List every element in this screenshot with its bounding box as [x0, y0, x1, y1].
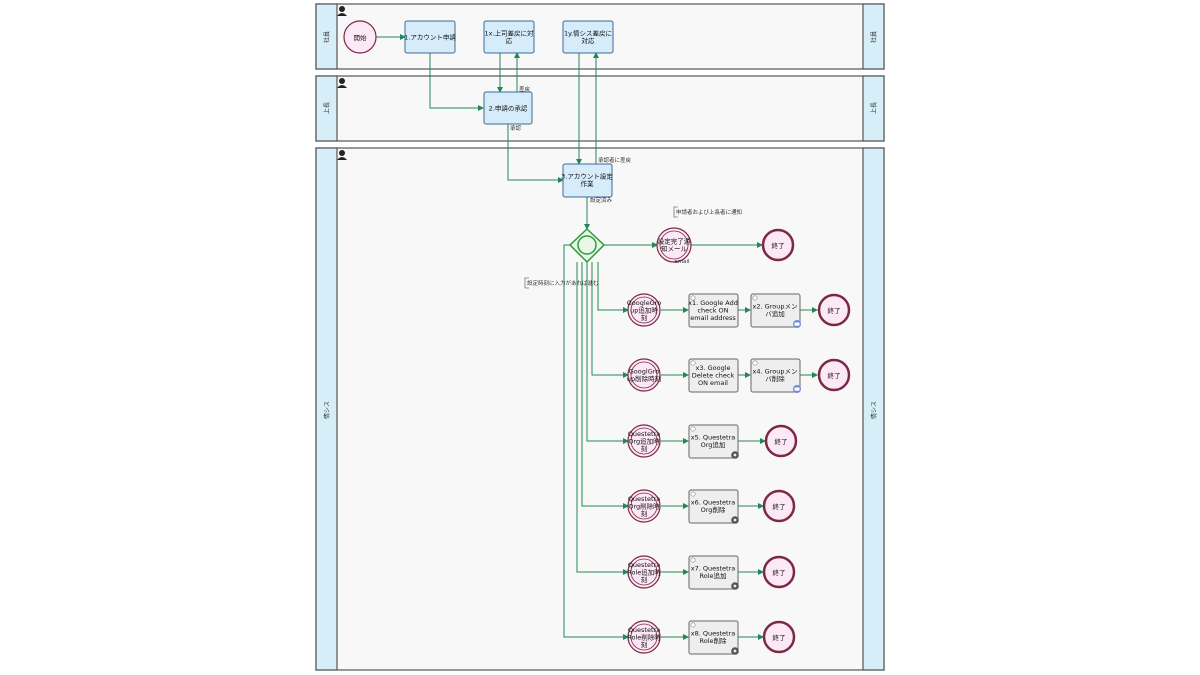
node-label: 2.申請の承認 — [489, 103, 528, 112]
task-account-application[interactable]: 1.アカウント申請 — [404, 20, 456, 54]
svg-text:終了: 終了 — [828, 306, 841, 315]
end-event[interactable]: 終了 — [761, 228, 795, 262]
user-icon — [337, 78, 347, 88]
lane-3-label-right: 情シス — [870, 401, 878, 419]
end-event[interactable]: 終了 — [762, 555, 796, 589]
task-approve-application[interactable]: 2.申請の承認 — [483, 91, 533, 125]
node-label: 1x.上司差戻に対応 — [484, 29, 534, 46]
node-label: x2. Groupメンバ追加 — [753, 303, 798, 319]
annotation-branch: 設定時刻に入力があれば進む — [524, 277, 599, 289]
end-event[interactable]: 終了 — [817, 293, 851, 327]
svg-text:開始: 開始 — [354, 33, 368, 42]
end-event[interactable]: 終了 — [762, 620, 796, 654]
lane-3: 情シス 情シス — [315, 147, 885, 671]
end-event[interactable]: 終了 — [764, 424, 798, 458]
task-account-setup[interactable]: 3.アカウント設定作業 — [561, 163, 613, 198]
svg-text:申請者および上長者に通知: 申請者および上長者に通知 — [676, 208, 742, 216]
connectors — [376, 34, 818, 640]
annotation-notify: 申請者および上長者に通知 — [673, 206, 742, 218]
svg-text:設定時刻に入力があれば進む: 設定時刻に入力があれば進む — [527, 279, 599, 287]
flow-label-approve: 承認 — [510, 124, 522, 132]
user-icon — [337, 6, 347, 16]
flow-label-reject: 差戻 — [519, 85, 531, 93]
task-group-member-add[interactable]: x2. Groupメンバ追加 — [750, 293, 801, 328]
svg-text:終了: 終了 — [773, 568, 786, 577]
user-icon — [337, 150, 347, 160]
email-notify-event[interactable]: 設定完了通知メール email — [656, 227, 692, 265]
parallel-gateway[interactable] — [568, 227, 606, 264]
flow-label-setup-done: 設定済み — [590, 196, 613, 204]
node-label: 設定完了通知メール — [658, 237, 691, 254]
node-label: 1.アカウント申請 — [404, 32, 456, 41]
lane-1-label-right: 社員 — [870, 31, 878, 43]
node-label: x4. Groupメンバ削除 — [753, 368, 798, 384]
start-event[interactable]: 開始 — [343, 20, 377, 54]
gear-icon — [731, 647, 739, 655]
envelope-icon — [793, 320, 801, 328]
lane-2: 上長 上長 — [315, 75, 885, 142]
envelope-icon — [793, 385, 801, 393]
node-label: 3.アカウント設定作業 — [561, 172, 613, 189]
lane-2-label-right: 上長 — [870, 102, 878, 114]
lane-3-label-left: 情シス — [323, 401, 331, 419]
svg-text:終了: 終了 — [775, 437, 788, 446]
node-label: 1y.情シス差戻に対応 — [564, 29, 612, 46]
task-group-member-delete[interactable]: x4. Groupメンバ削除 — [750, 358, 801, 393]
task-handle-it-reject[interactable]: 1y.情シス差戻に対応 — [562, 20, 614, 54]
lane-1-label-left: 社員 — [323, 31, 331, 43]
svg-text:終了: 終了 — [772, 241, 785, 250]
flow-label-reject-to-approver: 承認者に差戻 — [598, 156, 632, 164]
svg-text:終了: 終了 — [773, 502, 786, 511]
end-event[interactable]: 終了 — [762, 489, 796, 523]
lane-2-label-left: 上長 — [323, 102, 331, 114]
svg-text:終了: 終了 — [773, 633, 786, 642]
task-handle-boss-reject[interactable]: 1x.上司差戻に対応 — [483, 20, 535, 54]
end-event[interactable]: 終了 — [817, 358, 851, 392]
svg-text:終了: 終了 — [828, 371, 841, 380]
gear-icon — [731, 516, 739, 524]
gear-icon — [731, 582, 739, 590]
gear-icon — [731, 451, 739, 459]
email-tag: email — [674, 259, 690, 265]
